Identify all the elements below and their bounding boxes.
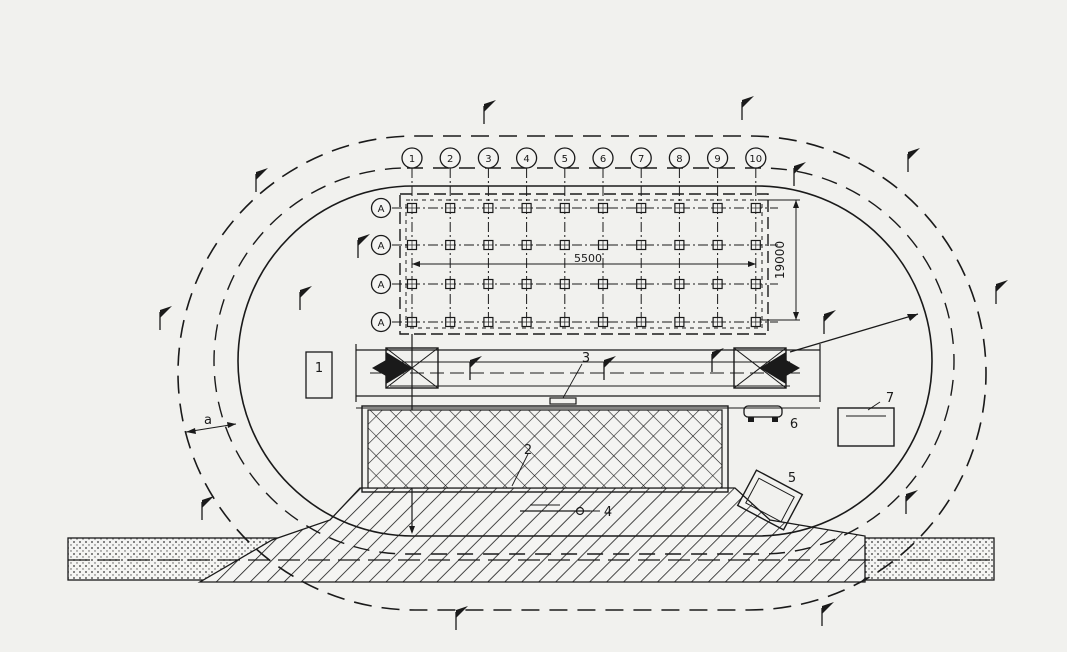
row-axis-label: А xyxy=(378,241,385,252)
callouts: 1 2 3 4 5 6 7 xyxy=(315,351,894,520)
column-axis-bubble xyxy=(439,147,461,169)
item-5-box xyxy=(736,469,804,531)
crane-radius-arrow xyxy=(789,313,919,353)
column-axis-label: 9 xyxy=(714,154,720,165)
column-axis-bubble xyxy=(477,147,500,169)
warning-flag xyxy=(741,96,754,120)
site-office xyxy=(305,351,333,399)
warning-flag xyxy=(995,280,1008,304)
clearance-label: а xyxy=(204,413,212,428)
row-axis-label: А xyxy=(378,204,385,215)
column-axis-bubble xyxy=(592,147,614,169)
storage-area xyxy=(367,409,723,489)
column-axis-label: 5 xyxy=(562,154,568,165)
column-axis-label: 3 xyxy=(485,154,491,165)
warning-flag xyxy=(821,602,834,626)
paved-area xyxy=(197,487,866,583)
callout-4: 4 xyxy=(604,505,612,520)
crane-position-right xyxy=(733,347,800,389)
outer-danger-zone xyxy=(177,135,987,611)
callout-6: 6 xyxy=(790,417,798,432)
warning-flag xyxy=(159,306,172,330)
warning-flag xyxy=(357,234,370,258)
row-axis-bubble xyxy=(370,311,392,333)
building-outline-inner xyxy=(405,199,763,329)
warning-flag xyxy=(907,148,920,172)
callout-1: 1 xyxy=(315,361,323,376)
column-axis-bubble xyxy=(554,147,576,169)
callout-2: 2 xyxy=(524,443,532,458)
callout-5: 5 xyxy=(788,471,796,486)
dimension-length-label: 5500 xyxy=(574,252,602,265)
warning-flag xyxy=(255,168,268,192)
row-axis-bubble xyxy=(370,234,392,256)
column-axis-label: 4 xyxy=(523,154,529,165)
column-axis-label: 8 xyxy=(676,154,682,165)
storage-area-frame xyxy=(361,405,729,493)
item-7-box xyxy=(837,407,895,447)
warning-flags xyxy=(159,96,1008,630)
column-axis-label: 6 xyxy=(600,154,606,165)
crane-working-zone xyxy=(237,185,933,537)
warning-flag xyxy=(201,496,214,520)
dimension-width-label: 19000 xyxy=(773,241,787,279)
axis-grid: 1 2 3 4 5 6 7 8 9 10А А А А xyxy=(370,147,778,333)
dimension-width: 19000 xyxy=(760,199,800,321)
warning-flag xyxy=(793,162,806,186)
row-axis-bubble xyxy=(370,273,392,295)
clearance-dimension: а xyxy=(185,413,237,434)
building-outline xyxy=(399,193,769,335)
column-axis-bubble xyxy=(515,147,538,169)
warning-flag xyxy=(455,606,468,630)
warning-flag xyxy=(483,100,496,124)
column-axis-bubble xyxy=(630,147,652,169)
column-axis-label: 2 xyxy=(447,154,453,165)
warning-flag xyxy=(603,356,616,380)
row-axis-label: А xyxy=(378,280,385,291)
column-axis-label: 10 xyxy=(749,154,762,165)
column-axis-bubble xyxy=(745,147,767,169)
column-axis-bubble xyxy=(668,147,691,169)
warning-flag xyxy=(905,490,918,514)
callout-7: 7 xyxy=(886,391,894,406)
row-axis-label: А xyxy=(378,318,385,329)
row-axis-bubble xyxy=(370,197,392,219)
crane-track xyxy=(355,344,821,409)
dimension-length: 5500 xyxy=(412,252,756,267)
warning-flag xyxy=(469,356,482,380)
column-axis-label: 1 xyxy=(409,154,415,165)
middle-danger-zone xyxy=(213,167,955,555)
column-axis-bubble xyxy=(706,147,729,169)
item-6-equipment xyxy=(743,405,783,422)
column-axis-label: 7 xyxy=(638,154,644,165)
callout-3: 3 xyxy=(582,351,590,366)
column-axis-bubble xyxy=(401,147,423,169)
warning-flag xyxy=(711,348,724,372)
warning-flag xyxy=(823,310,836,334)
warning-flag xyxy=(299,286,312,310)
